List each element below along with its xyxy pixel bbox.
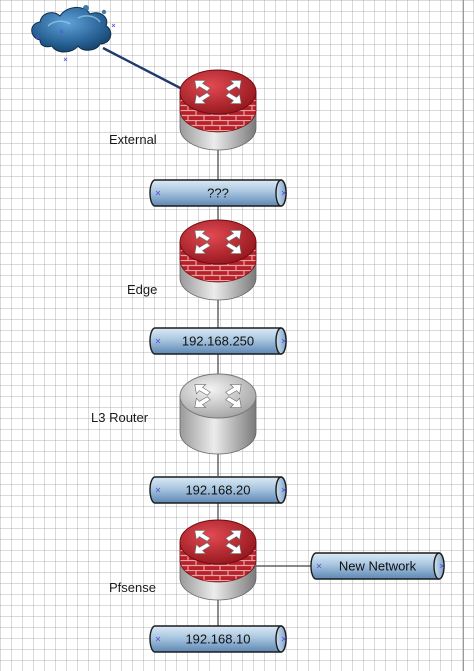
device-label-l3: L3 Router — [91, 410, 149, 425]
device-label-edge: Edge — [127, 282, 158, 297]
device-label-pfsense: Pfsense — [109, 580, 156, 595]
network-label-net-250: 192.168.250 — [182, 334, 254, 349]
network-pipe-net-250[interactable]: 192.168.250 — [149, 327, 287, 355]
canvas-right-edge — [463, 0, 464, 671]
firewall-router-icon-external[interactable] — [179, 69, 257, 151]
network-label-net-new: New Network — [339, 559, 417, 574]
network-label-net-10: 192.168.10 — [185, 632, 250, 647]
cloud-icon[interactable] — [31, 5, 116, 62]
network-pipe-net-10[interactable]: 192.168.10 — [149, 625, 287, 653]
router-icon-l3[interactable] — [179, 373, 257, 455]
firewall-router-icon-edge[interactable] — [179, 219, 257, 301]
link-cloud-external — [102, 46, 189, 94]
network-label-net-unknown: ??? — [207, 186, 229, 201]
network-pipe-net-20[interactable]: 192.168.20 — [149, 476, 287, 504]
device-label-external: External — [109, 132, 157, 147]
network-pipe-net-new[interactable]: New Network — [310, 552, 445, 580]
firewall-router-icon-pfsense[interactable] — [179, 519, 257, 601]
network-pipe-net-unknown[interactable]: ??? — [149, 179, 287, 207]
network-label-net-20: 192.168.20 — [185, 483, 250, 498]
